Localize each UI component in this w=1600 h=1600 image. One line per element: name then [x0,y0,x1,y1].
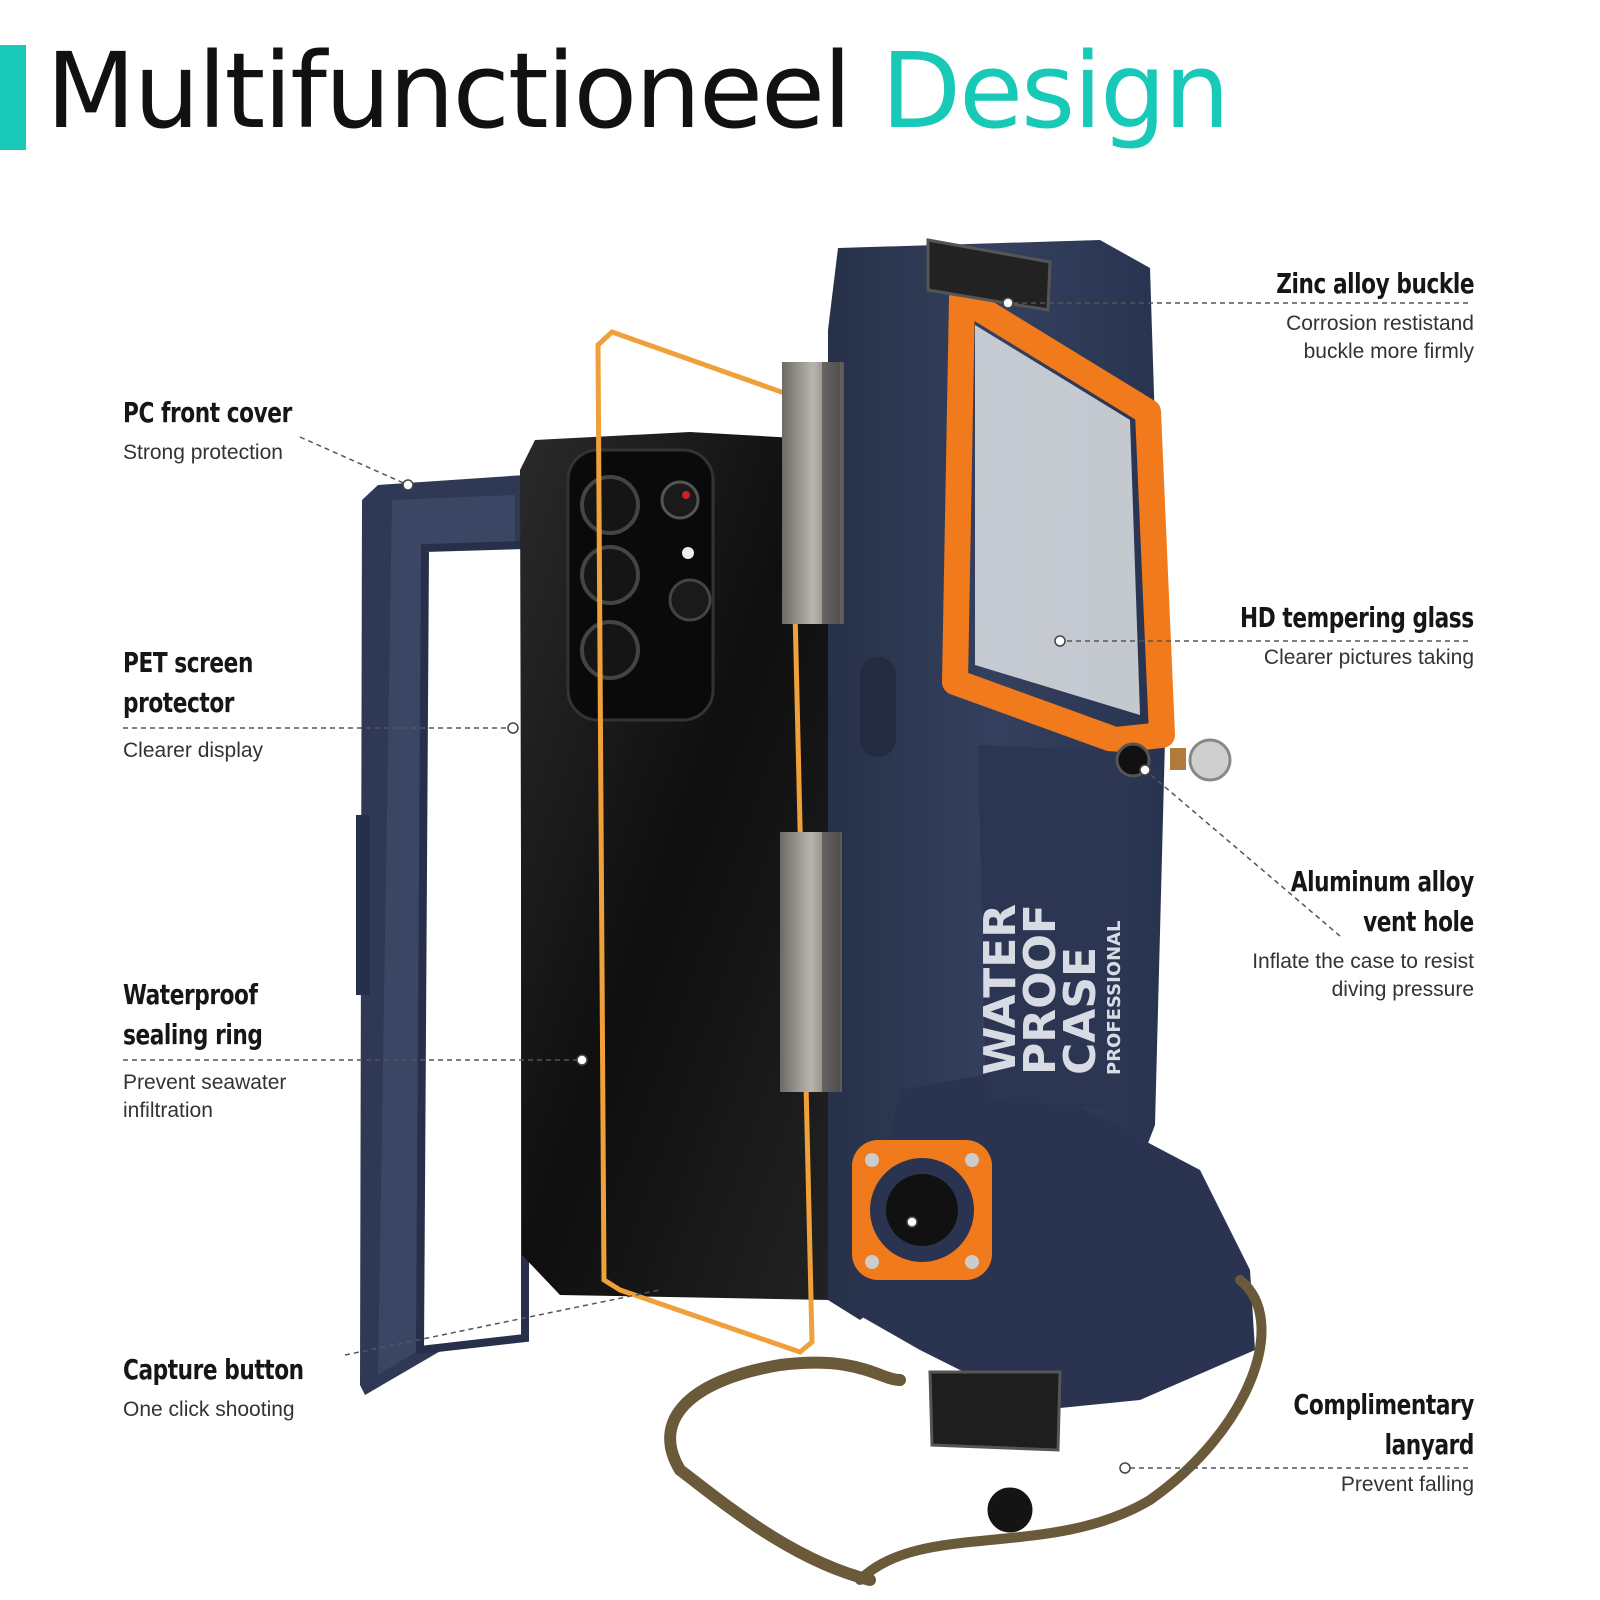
title-accent-bar [0,45,26,150]
callout-subtitle: Clearer display [123,739,264,762]
front-cover-frame [356,475,529,1395]
callout-title: Complimentary [1293,1388,1474,1421]
callout-subtitle: Clearer pictures taking [1263,646,1474,669]
callout-title: Zinc alloy buckle [1276,267,1474,300]
callout-dots [402,297,1151,1474]
case-print-line1: WATER [975,904,1026,1075]
lanyard [664,1275,1267,1586]
callout-subtitle: diving pressure [1331,978,1474,1001]
callout-subtitle: Inflate the case to resist [1252,950,1474,973]
callout-title: Aluminum alloy [1290,865,1474,898]
callout-title: vent hole [1363,905,1474,938]
callout-title: Capture button [123,1353,304,1386]
page-title: Multifunctioneel Design [46,34,1230,148]
title-main: Multifunctioneel [46,30,852,152]
callout-title: protector [123,686,235,719]
callout-pc-front-cover: PC front cover Strong protection [123,393,319,467]
leader-lines [123,302,1468,1469]
callout-subtitle: infiltration [123,1099,213,1122]
callout-title: Waterproof [123,978,258,1011]
callout-capture-button: Capture button One click shooting [123,1350,333,1424]
callout-title: HD tempering glass [1240,601,1474,634]
case-print: WATER PROOF CASE PROFESSIONAL [975,904,1125,1075]
title-accent: Design [880,30,1230,152]
case-body [780,238,1255,1452]
callout-subtitle: Strong protection [123,441,283,464]
callout-title: lanyard [1384,1428,1475,1461]
callout-subtitle: Prevent falling [1340,1473,1474,1496]
callout-zinc-buckle: Zinc alloy buckle Corrosion restistand b… [1244,264,1474,366]
callout-title: PC front cover [123,396,292,429]
case-print-line4: PROFESSIONAL [1104,920,1125,1075]
callout-lanyard: Complimentary lanyard Prevent falling [1264,1385,1474,1499]
callout-subtitle: One click shooting [123,1398,295,1421]
callout-subtitle: buckle more firmly [1303,340,1474,363]
callout-hd-glass: HD tempering glass Clearer pictures taki… [1202,598,1474,672]
callout-vent-hole: Aluminum alloy vent hole Inflate the cas… [1252,862,1474,1004]
callout-pet-screen: PET screen protector Clearer display [123,643,274,765]
callout-title: sealing ring [123,1018,263,1051]
callout-subtitle: Corrosion restistand [1286,312,1474,335]
callout-sealing-ring: Waterproof sealing ring Prevent seawater… [123,975,286,1125]
callout-subtitle: Prevent seawater [123,1071,287,1094]
case-print-line3: CASE [1055,947,1106,1075]
case-print-line2: PROOF [1015,904,1066,1075]
callout-title: PET screen [123,646,253,679]
capture-button-graphic [852,1140,992,1280]
